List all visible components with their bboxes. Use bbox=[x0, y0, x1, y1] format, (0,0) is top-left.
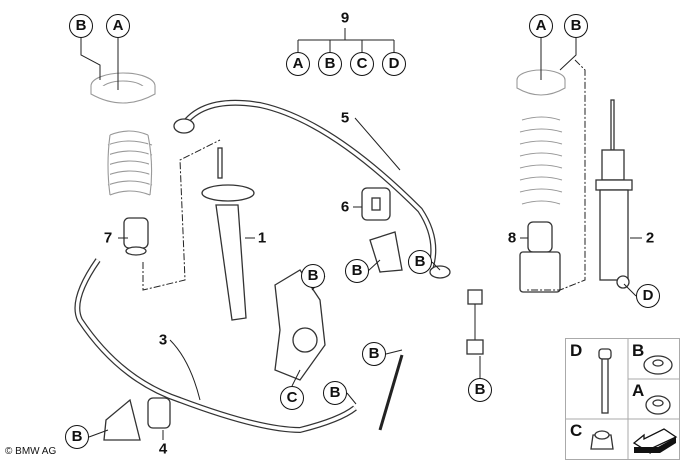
callout-b[interactable]: B bbox=[468, 378, 492, 402]
copyright: © BMW AG bbox=[5, 446, 57, 457]
callout-b[interactable]: B bbox=[69, 14, 93, 38]
legend-label-d: D bbox=[570, 341, 583, 360]
part-number-3[interactable]: 3 bbox=[158, 331, 168, 349]
bush bbox=[429, 265, 451, 279]
callout-a[interactable]: A bbox=[286, 52, 310, 76]
strut-front bbox=[201, 147, 255, 321]
legend-label-b: B bbox=[632, 341, 645, 360]
part-number-8[interactable]: 8 bbox=[507, 229, 517, 247]
bracket bbox=[369, 231, 403, 273]
part-number-7[interactable]: 7 bbox=[103, 229, 113, 247]
callout-b[interactable]: B bbox=[318, 52, 342, 76]
legend-label-c: C bbox=[570, 421, 583, 440]
nut-a-icon bbox=[645, 395, 671, 415]
rubber-mount-6 bbox=[361, 187, 391, 221]
nut-b-icon bbox=[643, 355, 673, 375]
bolt-icon bbox=[598, 348, 612, 414]
callout-b[interactable]: B bbox=[301, 264, 325, 288]
nut-c-icon bbox=[590, 430, 614, 450]
callout-b[interactable]: B bbox=[323, 381, 347, 405]
callout-b[interactable]: B bbox=[65, 425, 89, 449]
legend-label-a: A bbox=[632, 381, 645, 400]
fastener-legend: D B A C bbox=[565, 338, 680, 460]
callout-c[interactable]: C bbox=[350, 52, 374, 76]
coil-spring-right bbox=[519, 116, 563, 205]
callout-c[interactable]: C bbox=[280, 386, 304, 410]
shock-absorber-rear bbox=[595, 99, 633, 289]
strut-mount-left bbox=[90, 72, 156, 104]
callout-b[interactable]: B bbox=[362, 342, 386, 366]
coil-spring-left bbox=[107, 130, 153, 196]
callout-a[interactable]: A bbox=[106, 14, 130, 38]
link-rod bbox=[378, 289, 484, 431]
arrow-icon bbox=[632, 428, 678, 455]
callout-a[interactable]: A bbox=[529, 14, 553, 38]
bump-stop-left bbox=[123, 217, 149, 256]
part-number-1[interactable]: 1 bbox=[257, 229, 267, 247]
callout-d[interactable]: D bbox=[636, 284, 660, 308]
legend-drawing bbox=[566, 339, 679, 459]
bump-stop-right bbox=[519, 221, 561, 293]
callout-b[interactable]: B bbox=[564, 14, 588, 38]
stabilizer-bar-front bbox=[173, 99, 437, 271]
part-number-4[interactable]: 4 bbox=[158, 440, 168, 458]
part-number-5[interactable]: 5 bbox=[340, 109, 350, 127]
callout-d[interactable]: D bbox=[382, 52, 406, 76]
rubber-mount-4 bbox=[103, 397, 171, 441]
callout-b[interactable]: B bbox=[345, 259, 369, 283]
callout-b[interactable]: B bbox=[408, 250, 432, 274]
part-number-9[interactable]: 9 bbox=[340, 9, 350, 27]
part-number-2[interactable]: 2 bbox=[645, 229, 655, 247]
stabilizer-bar-rear bbox=[74, 258, 357, 434]
part-number-6[interactable]: 6 bbox=[340, 198, 350, 216]
